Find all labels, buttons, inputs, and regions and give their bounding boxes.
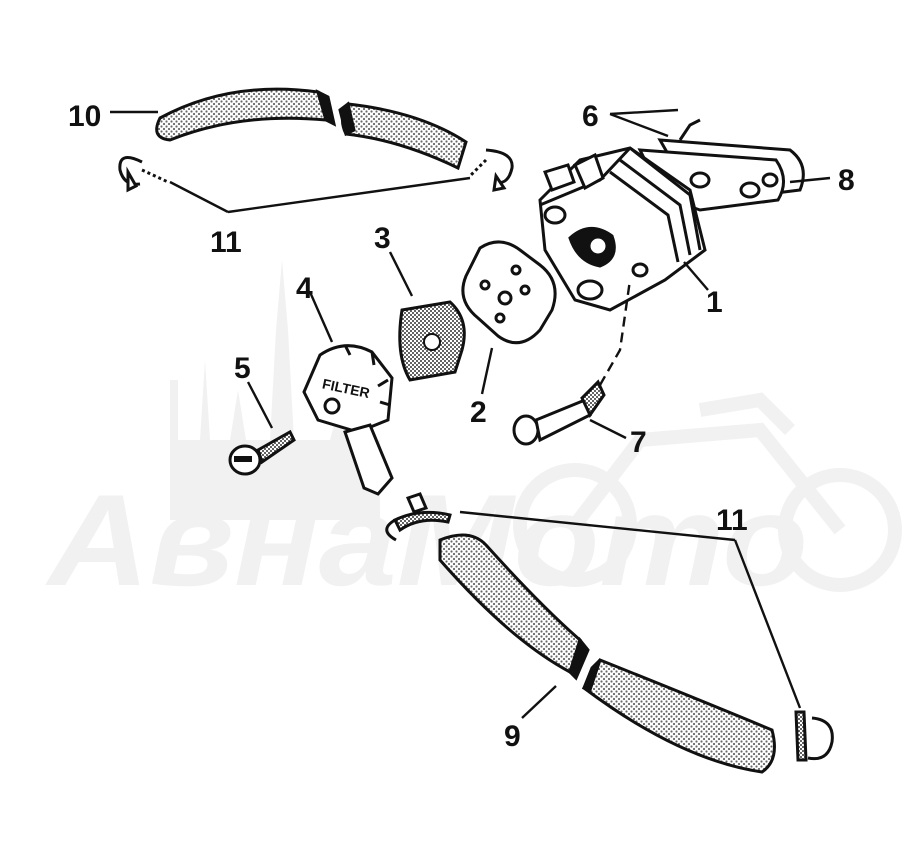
hose-clamp-lower-left (385, 492, 452, 542)
long-screw (512, 279, 632, 446)
filter-cap: FILTER (302, 344, 394, 496)
watermark-motorcycle-icon (513, 392, 902, 592)
callout-4: 4 (296, 272, 313, 305)
hose-lower (438, 533, 776, 774)
callout-8: 8 (838, 164, 855, 197)
callout-7: 7 (630, 426, 647, 459)
callout-2: 2 (470, 396, 487, 429)
hose-clamp-upper-right (468, 148, 514, 192)
screw (228, 429, 296, 476)
fuel-pump-body (538, 146, 707, 312)
callout-9: 9 (504, 720, 521, 753)
callout-labels: 10 11 3 4 5 6 8 1 2 7 11 9 (68, 100, 855, 753)
callout-1: 1 (706, 286, 723, 319)
callout-11-lower: 11 (716, 504, 748, 537)
callout-11-upper: 11 (210, 226, 242, 259)
leader-lines (110, 108, 831, 719)
filter-screen (398, 300, 466, 382)
watermark-text: АвнаМото (45, 467, 808, 613)
callout-10: 10 (68, 100, 101, 133)
diaphragm-gasket (461, 240, 557, 345)
callout-3: 3 (374, 222, 391, 255)
callout-6: 6 (582, 100, 599, 133)
hose-clamp-upper-left (118, 156, 169, 193)
watermark: АвнаМото (45, 260, 902, 613)
watermark-spire-icon (170, 260, 380, 520)
hose-clamp-lower-right (794, 710, 834, 762)
hose-upper (155, 87, 468, 171)
callout-5: 5 (234, 352, 251, 385)
